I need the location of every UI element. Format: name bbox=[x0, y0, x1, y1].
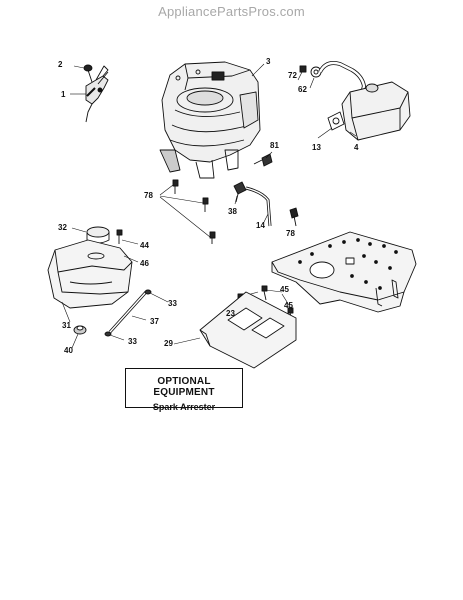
callout-45-lower: 45 bbox=[284, 301, 293, 310]
muffler-part-4 bbox=[318, 61, 411, 141]
clamp-part-33-b bbox=[104, 331, 125, 341]
fuel-line-part-37 bbox=[108, 290, 148, 334]
grommet-part-40 bbox=[73, 325, 87, 335]
callout-44: 44 bbox=[140, 241, 149, 250]
hose-part-14 bbox=[245, 186, 272, 227]
fuel-tank-part-31 bbox=[47, 239, 133, 309]
engine-mounting-plate bbox=[271, 231, 417, 313]
callout-32: 32 bbox=[58, 223, 67, 232]
bolt-part-81 bbox=[253, 153, 273, 167]
fuel-clamp-part-38 bbox=[233, 181, 247, 203]
callout-3: 3 bbox=[266, 57, 271, 66]
throttle-control-part-1 bbox=[85, 65, 109, 123]
callout-72: 72 bbox=[288, 71, 297, 80]
spark-arrester-label: Spark Arrester bbox=[152, 402, 216, 412]
bolt-part-78-b bbox=[202, 197, 209, 212]
nut-part-72 bbox=[299, 65, 307, 73]
optional-equipment-title: OPTIONAL EQUIPMENT bbox=[153, 376, 215, 398]
gasket-part-62 bbox=[310, 66, 322, 78]
clamp-part-33-a bbox=[144, 289, 169, 303]
callout-38: 38 bbox=[228, 207, 237, 216]
watermark-text: AppliancePartsPros.com bbox=[158, 4, 305, 19]
callout-14: 14 bbox=[256, 221, 265, 230]
callout-29: 29 bbox=[164, 339, 173, 348]
callout-31: 31 bbox=[62, 321, 71, 330]
bolt-part-78-a bbox=[172, 179, 179, 194]
callout-46: 46 bbox=[140, 259, 149, 268]
screw-part-2 bbox=[83, 64, 93, 83]
screw-part-44 bbox=[116, 229, 123, 244]
callout-2: 2 bbox=[58, 60, 63, 69]
shield-plate-part-29 bbox=[199, 291, 297, 369]
callout-37: 37 bbox=[150, 317, 159, 326]
callout-33-upper: 33 bbox=[168, 299, 177, 308]
bolt-part-78-c bbox=[209, 231, 216, 244]
gasket-part-13 bbox=[327, 111, 345, 131]
callout-1: 1 bbox=[61, 90, 66, 99]
callout-78-right: 78 bbox=[286, 229, 295, 238]
bolt-part-45-a bbox=[261, 285, 268, 301]
callout-13: 13 bbox=[312, 143, 321, 152]
callout-62: 62 bbox=[298, 85, 307, 94]
callout-23: 23 bbox=[226, 309, 235, 318]
bolt-part-78-d bbox=[289, 207, 299, 227]
callout-81: 81 bbox=[270, 141, 279, 150]
callout-40: 40 bbox=[64, 346, 73, 355]
engine-part-3 bbox=[159, 61, 261, 179]
optional-equipment-box: OPTIONAL EQUIPMENT Spark Arrester bbox=[125, 368, 243, 412]
callout-33-lower: 33 bbox=[128, 337, 137, 346]
callout-4: 4 bbox=[354, 143, 359, 152]
callout-45-upper: 45 bbox=[280, 285, 289, 294]
callout-78-left: 78 bbox=[144, 191, 153, 200]
